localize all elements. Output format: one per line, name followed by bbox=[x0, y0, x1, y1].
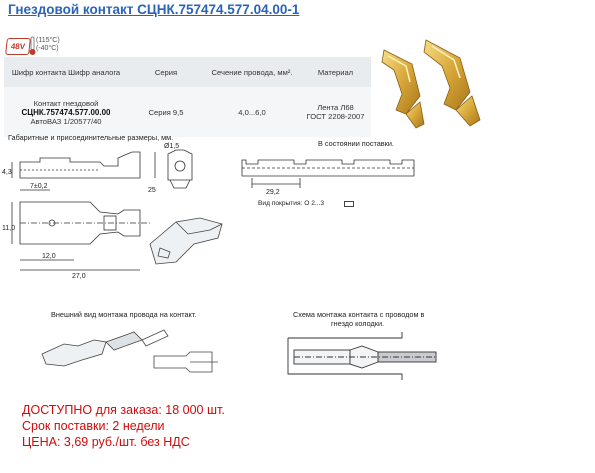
temp-low: (-40°C) bbox=[36, 45, 59, 52]
code-cell: Контакт гнездовой СЦНК.757474.577.00.00 … bbox=[4, 87, 128, 137]
analog-code: АвтоВАЗ 1/20577/40 bbox=[30, 116, 102, 126]
scheme-caption-line: Схема монтажа контакта с проводом в bbox=[293, 310, 425, 319]
lead-time: Срок поставки: 2 недели bbox=[22, 419, 165, 433]
column-header: Шифр контакта Шифр аналога bbox=[4, 57, 128, 87]
thermometer-icon bbox=[29, 36, 36, 55]
scheme-drawing bbox=[287, 332, 437, 380]
material-standard: ГОСТ 2208-2007 bbox=[306, 112, 365, 121]
dimensions-drawing: 4,3 7±0,2 11,0 12,0 27,0 25 Ø1,5 bbox=[2, 143, 223, 280]
dim-w7: 7±0,2 bbox=[30, 183, 48, 190]
wire bbox=[141, 329, 169, 347]
code-line: Контакт гнездовой bbox=[33, 98, 99, 108]
supply-caption: В состоянии поставки. bbox=[318, 139, 394, 148]
carrier-strip bbox=[241, 159, 415, 177]
spec-table: Шифр контакта Шифр аналога Серия Сечение… bbox=[4, 57, 371, 137]
table-row: Контакт гнездовой СЦНК.757474.577.00.00 … bbox=[4, 87, 371, 137]
side-mount-view bbox=[153, 351, 213, 373]
contact-photo-left bbox=[381, 49, 425, 129]
dim-d15: Ø1,5 bbox=[164, 143, 179, 150]
series-cell: Серия 9,5 bbox=[128, 87, 204, 137]
top-view bbox=[19, 201, 141, 245]
mount-view-caption: Внешний вид монтажа провода на контакт. bbox=[51, 310, 197, 319]
material-line: Лента Л68 bbox=[317, 103, 354, 112]
column-header: Материал bbox=[300, 57, 371, 87]
side-view bbox=[19, 151, 141, 179]
column-header: Серия bbox=[128, 57, 204, 87]
product-photo bbox=[381, 39, 481, 129]
page-title[interactable]: Гнездовой контакт СЦНК.757474.577.04.00-… bbox=[8, 2, 300, 17]
dim-h11: 11,0 bbox=[2, 225, 15, 232]
coating-label: Вид покрытия: О 2...3 bbox=[258, 200, 325, 207]
section-cell: 4,0...6,0 bbox=[204, 87, 300, 137]
material-cell: Лента Л68 ГОСТ 2208-2007 bbox=[300, 87, 371, 137]
contact-3d-sketch bbox=[149, 217, 223, 265]
supply-strip-drawing: 29,2 bbox=[241, 159, 415, 196]
rating-badge: 48V (115°C) (-40°C) bbox=[5, 36, 88, 58]
housing-outline bbox=[287, 332, 403, 380]
price: ЦЕНА: 3,69 руб./шт. без НДС bbox=[22, 435, 190, 449]
dim-h43: 4,3 bbox=[2, 169, 12, 176]
dimensions-caption: Габаритные и присоединительные размеры, … bbox=[8, 133, 174, 142]
code-number: СЦНК.757474.577.00.00 bbox=[21, 107, 111, 117]
pitch-label: 29,2 bbox=[266, 189, 280, 196]
contact-photo-right bbox=[423, 39, 481, 127]
coating-swatch bbox=[344, 201, 354, 207]
scheme-caption-line: гнездо колодки. bbox=[331, 319, 385, 328]
dim-h25: 25 bbox=[148, 187, 156, 194]
stock-status: ДОСТУПНО для заказа: 18 000 шт. bbox=[22, 403, 225, 417]
mount-view-drawing bbox=[41, 329, 218, 373]
temp-high: (115°C) bbox=[36, 37, 60, 44]
crimped-contact bbox=[41, 339, 107, 367]
dim-w27: 27,0 bbox=[72, 273, 86, 280]
front-view bbox=[167, 149, 193, 189]
dim-w12: 12,0 bbox=[42, 253, 56, 260]
scheme-caption: Схема монтажа контакта с проводом в гнез… bbox=[293, 310, 424, 328]
column-header: Сечение провода, мм². bbox=[204, 57, 300, 87]
table-header-row: Шифр контакта Шифр аналога Серия Сечение… bbox=[4, 57, 371, 87]
